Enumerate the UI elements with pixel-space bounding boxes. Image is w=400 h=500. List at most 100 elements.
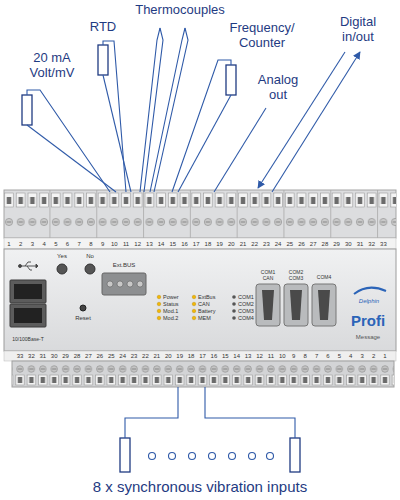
- led-label: Battery: [198, 308, 215, 314]
- callout-label: RTD: [90, 20, 116, 35]
- signal-wire: [27, 28, 360, 438]
- push-button: [85, 264, 95, 274]
- bus-connector: [102, 273, 146, 295]
- reset-hole: [80, 305, 86, 311]
- button-label: Yes: [57, 253, 67, 260]
- push-button: [57, 264, 67, 274]
- terminal-number: 6: [326, 353, 329, 360]
- terminal-strip: [4, 190, 396, 238]
- terminal-number: 10: [111, 240, 118, 247]
- callout-label: Digital in/out: [333, 15, 383, 45]
- terminal-number: 8: [89, 240, 92, 247]
- terminal-screws: [12, 361, 394, 387]
- terminal-number: 8: [303, 353, 306, 360]
- terminal-number: 6: [66, 240, 69, 247]
- serial-port: [256, 284, 336, 326]
- terminal-number: 28: [74, 353, 81, 360]
- terminal-number: 19: [176, 353, 183, 360]
- led-label: CAN: [198, 301, 210, 307]
- terminal-number: 17: [193, 240, 200, 247]
- terminal-number: 7: [78, 240, 81, 247]
- terminal-strip: [12, 361, 394, 387]
- logo-swoosh: [354, 288, 386, 294]
- led-label: Mod.1: [163, 308, 178, 314]
- led-label: COM2: [238, 301, 254, 307]
- terminal-number: 1: [383, 353, 386, 360]
- port-label: 10/100Base-T: [12, 337, 43, 343]
- led-label: COM3: [238, 308, 254, 314]
- terminal-number: 1: [7, 240, 10, 247]
- product-name: Profi: [351, 312, 385, 329]
- terminal-number: 5: [54, 240, 57, 247]
- led-label: ExtBus: [198, 294, 215, 300]
- terminal-number: 3: [31, 240, 34, 247]
- callout-label: 8 x synchronous vibration inputs: [93, 478, 307, 495]
- terminal-number: 12: [256, 353, 263, 360]
- led-label: Power: [163, 294, 179, 300]
- terminal-number: 30: [51, 353, 58, 360]
- terminal-number: 26: [96, 353, 103, 360]
- ethernet-socket: [14, 308, 42, 323]
- terminal-number: 25: [108, 353, 115, 360]
- led-label: Status: [163, 301, 179, 307]
- terminal-number: 18: [188, 353, 195, 360]
- terminal-number: 4: [42, 240, 45, 247]
- terminal-number: 7: [315, 353, 318, 360]
- led-label: Mod.2: [163, 315, 178, 321]
- terminal-number: 2: [19, 240, 22, 247]
- terminal-number: 15: [169, 240, 176, 247]
- button-label: Reset: [75, 315, 91, 322]
- terminal-number: 28: [322, 240, 329, 247]
- terminal-number: 3: [361, 353, 364, 360]
- terminal-screws: [4, 190, 396, 238]
- terminal-number: 24: [119, 353, 126, 360]
- terminal-number: 16: [211, 353, 218, 360]
- terminal-number: 22: [142, 353, 149, 360]
- callout-label: Thermocouples: [135, 3, 225, 18]
- terminal-number: 23: [131, 353, 138, 360]
- terminal-number: 2: [372, 353, 375, 360]
- terminal-number: 25: [286, 240, 293, 247]
- terminal-number: 14: [233, 353, 240, 360]
- terminal-number: 9: [292, 353, 295, 360]
- terminal-number: 16: [181, 240, 188, 247]
- terminal-number: 11: [268, 353, 274, 360]
- logo-text: Delphin: [359, 298, 379, 305]
- connector-label: Ext.BUS: [113, 262, 136, 269]
- terminal-number: 13: [146, 240, 153, 247]
- sensor-symbol: [22, 45, 300, 472]
- terminal-number: 32: [28, 353, 35, 360]
- ethernet-port: [10, 304, 46, 327]
- connector-screws: [107, 281, 143, 287]
- terminal-number: 12: [134, 240, 141, 247]
- port-label: COM4: [313, 275, 335, 281]
- terminal-number: 27: [310, 240, 317, 247]
- terminal-number: 20: [165, 353, 172, 360]
- terminal-number: 10: [279, 353, 286, 360]
- led-label: COM4: [238, 315, 254, 321]
- terminal-number: 33: [380, 240, 387, 247]
- terminal-number: 21: [154, 353, 161, 360]
- terminal-number: 9: [101, 240, 104, 247]
- number-strip: [4, 351, 396, 361]
- led-label: MEM: [198, 315, 211, 321]
- terminal-number: 26: [298, 240, 305, 247]
- terminal-number: 13: [245, 353, 252, 360]
- terminal-number: 21: [240, 240, 247, 247]
- terminal-number: 5: [338, 353, 341, 360]
- terminal-number: 23: [263, 240, 270, 247]
- terminal-number: 4: [349, 353, 352, 360]
- terminal-number: 11: [123, 240, 129, 247]
- product-name: Message: [356, 334, 380, 341]
- ethernet-port: [10, 280, 46, 303]
- terminal-number: 32: [368, 240, 375, 247]
- terminal-number: 33: [17, 353, 24, 360]
- callout-label: Frequency/ Counter: [225, 21, 299, 51]
- callout-label: 20 mA Volt/mV: [24, 51, 80, 81]
- terminal-number: 29: [333, 240, 340, 247]
- button-label: No: [86, 253, 94, 260]
- terminal-number: 18: [205, 240, 212, 247]
- port-label: COM1 CAN: [257, 270, 279, 282]
